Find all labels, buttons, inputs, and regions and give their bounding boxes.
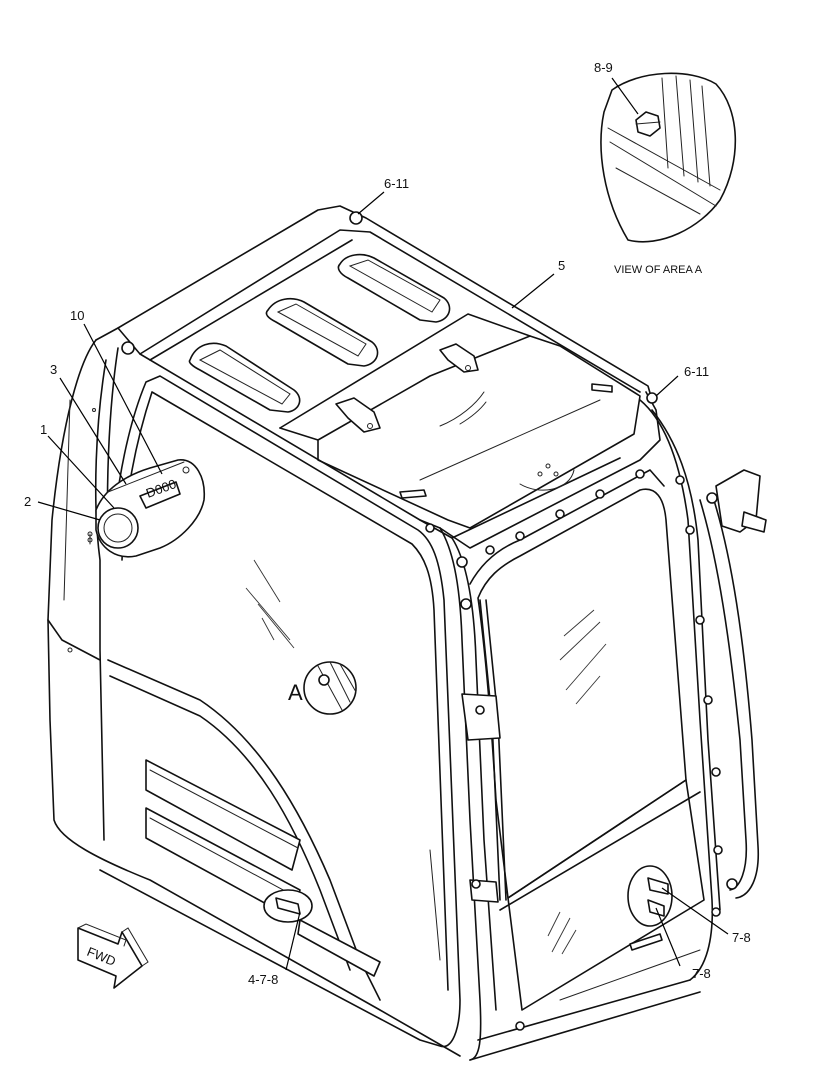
callout-2: 2 [24,494,31,509]
callout-4-7-8: 4-7-8 [248,972,278,987]
area-a-label: A [288,680,303,705]
latch-icon [647,877,669,895]
detail-caption: VIEW OF AREA A [614,264,703,276]
cab-roof [95,205,661,549]
fwd-arrow-icon [77,923,149,989]
wiper-motor-icon [461,693,501,741]
callout-7-8-b: 7-8 [692,966,711,981]
leader-lines [37,191,729,967]
cab-left-side [47,339,461,1057]
callout-3: 3 [50,362,57,377]
bolt-icon [121,341,135,355]
bolt-icon [318,674,330,686]
callout-7-8-a: 7-8 [732,930,751,945]
cab-door [99,375,461,1048]
bolt-icon [646,392,658,404]
callout-8-9: 8-9 [594,60,613,75]
callout-5: 5 [558,258,565,273]
bolt-icon [635,111,661,137]
switch-icon [139,481,181,509]
callout-6-11-top: 6-11 [384,176,409,191]
detail-view-area-a [600,72,737,243]
speaker-panel [87,459,205,558]
hinge-icon [439,343,479,373]
callout-10: 10 [70,308,84,323]
callout-1: 1 [40,422,47,437]
callout-6-11-right: 6-11 [684,364,709,379]
hinge-icon [335,397,381,433]
cab-front-frame [439,399,723,1061]
right-handrail [699,469,767,899]
bolt-icon [349,211,363,225]
